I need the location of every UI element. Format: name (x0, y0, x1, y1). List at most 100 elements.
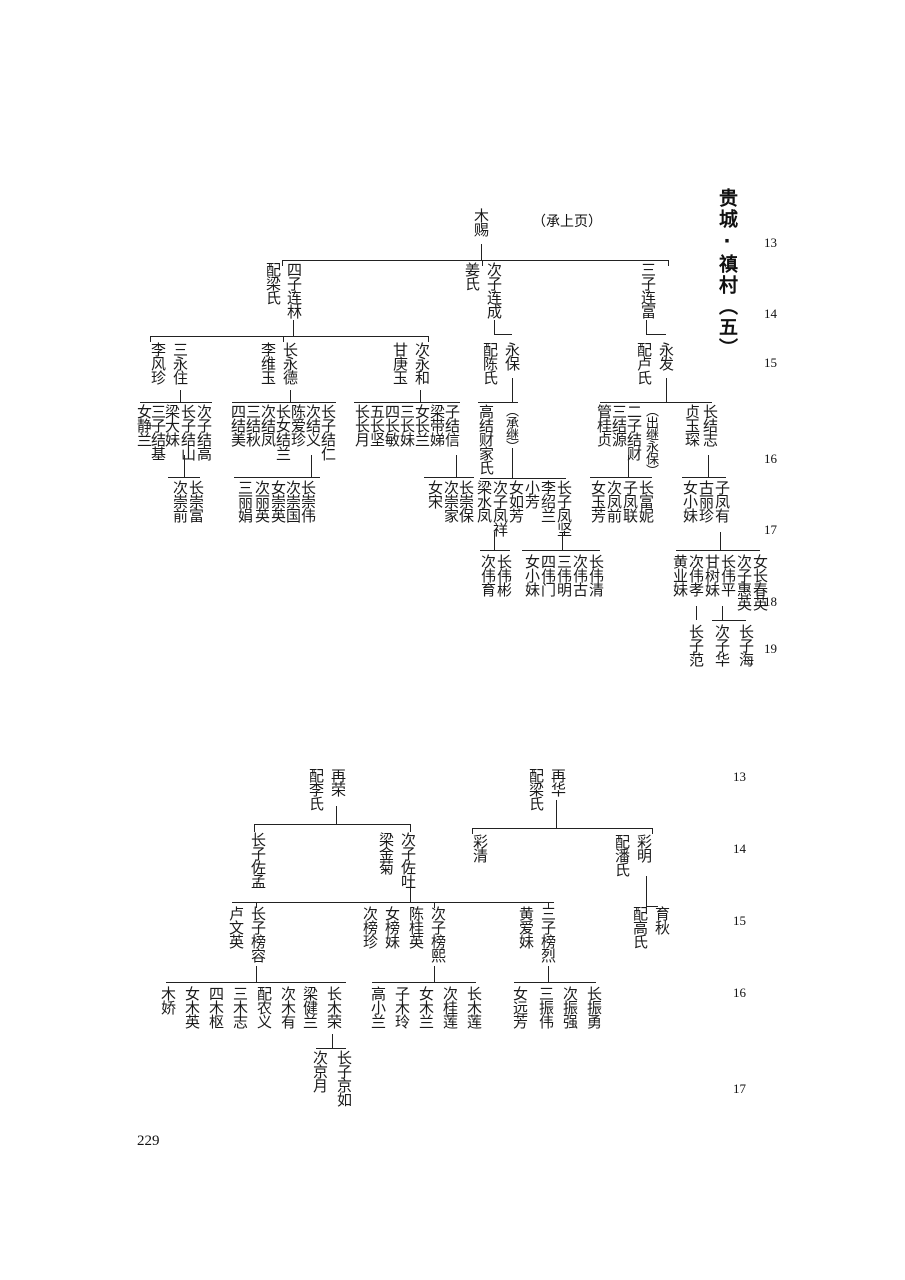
person-yong-zhu: 三永住 (171, 342, 189, 384)
person: 长子结山 (179, 404, 197, 460)
tree-line (512, 378, 513, 402)
gen-marker: 17 (764, 522, 777, 537)
person: 长子凤坚 (555, 480, 573, 536)
person: 高结财家氏 (477, 404, 495, 474)
person-lian-cheng-wife: 姜氏 (463, 262, 481, 290)
gen-marker: 15 (764, 355, 777, 370)
tree-line (140, 402, 212, 403)
person: 黄业妹 (671, 554, 689, 596)
person: 女小妹 (523, 554, 541, 596)
person: 长崇保 (457, 480, 475, 522)
tree-line (708, 455, 709, 477)
tree-line (420, 390, 421, 402)
tree-line (282, 260, 283, 266)
person: 次子凤祥 (491, 480, 509, 536)
tree-line (696, 606, 697, 620)
tree-line (522, 550, 600, 551)
tree-line (481, 244, 482, 260)
person-yu-qiu: 育秋 (653, 906, 671, 934)
person-yu-qiu-wife: 配高氏 (631, 906, 649, 948)
person: 陈爱珍 (289, 404, 307, 446)
person: 梁大妹 (163, 404, 181, 446)
person: 次伟孝 (687, 554, 705, 596)
person: 次结凤 (259, 404, 277, 446)
person-lian-cheng: 次子连成 (485, 262, 503, 318)
person: 配农义 (255, 986, 273, 1028)
person: 次结义 (304, 404, 322, 446)
person-bang-rong-wife: 卢文英 (227, 906, 245, 948)
gen-marker: 19 (764, 641, 777, 656)
person-cai-qing: 彩清 (471, 834, 489, 862)
tree-line (428, 336, 429, 342)
tree-line (168, 477, 200, 478)
person: （出继永保） (643, 404, 658, 476)
person: 次丽英 (253, 480, 271, 522)
person: 长木荣 (325, 986, 343, 1028)
person: 长崇伟 (299, 480, 317, 522)
person-yong-de-wife: 李维玉 (259, 342, 277, 384)
person-yong-bao-wife: 配陈氏 (481, 342, 499, 384)
person-yong-fa: 永发 (657, 342, 675, 370)
tree-line (434, 966, 435, 982)
tree-line (720, 532, 721, 550)
tree-line (410, 824, 411, 832)
person-bang-xi-wife: 陈桂英 (407, 906, 425, 948)
person: 女长春英 (751, 554, 769, 610)
person: 高小兰 (369, 986, 387, 1028)
person: 古丽珍 (697, 480, 715, 522)
person: 女木英 (183, 986, 201, 1028)
person: 长崇富 (187, 480, 205, 522)
tree-line (556, 800, 557, 828)
person: 长子海 (737, 624, 755, 666)
person-zuo-meng: 长子佐孟 (249, 832, 267, 888)
person: （承继） (503, 404, 518, 452)
person: 甘树妹 (703, 554, 721, 596)
person-zai-rong-wife: 配李氏 (307, 768, 325, 810)
person: 子凤联 (621, 480, 639, 522)
person: 长伟清 (587, 554, 605, 596)
tree-line (646, 320, 647, 334)
person: 次子结高 (195, 404, 213, 460)
person: 三振伟 (537, 986, 555, 1028)
person: 女玉芳 (589, 480, 607, 522)
person: 次伟育 (479, 554, 497, 596)
person: 梁健兰 (301, 986, 319, 1028)
tree-line (372, 982, 476, 983)
person: 三丽娟 (236, 480, 254, 522)
person: 长长月 (353, 404, 371, 446)
person-yong-bao: 永保 (503, 342, 521, 370)
tree-line (316, 1048, 346, 1049)
person: 长伟彬 (495, 554, 513, 596)
gen-marker: 14 (733, 841, 746, 856)
tree-line (150, 336, 151, 342)
person-yong-he: 次永和 (413, 342, 431, 384)
person: 次振强 (561, 986, 579, 1028)
tree-line (424, 477, 474, 478)
tree-line (478, 402, 518, 403)
person: 长子京如 (335, 1050, 353, 1106)
person: 五长坚 (368, 404, 386, 446)
gen-marker: 18 (764, 594, 777, 609)
person: 次京月 (311, 1050, 329, 1092)
person-yong-fa-wife: 配卢氏 (635, 342, 653, 384)
tree-line (494, 334, 512, 335)
tree-line (666, 378, 667, 402)
person-zuo-tu: 次子佐吐 (399, 832, 417, 888)
person: 次凤前 (605, 480, 623, 522)
person: 女木兰 (417, 986, 435, 1028)
tree-line (722, 606, 723, 620)
person: 三结秋 (244, 404, 262, 446)
tree-line (434, 902, 435, 908)
person: 子结信 (443, 404, 461, 446)
tree-line (311, 455, 312, 477)
gen-marker: 13 (733, 769, 746, 784)
person: 次桂莲 (441, 986, 459, 1028)
person: 次木有 (279, 986, 297, 1028)
tree-line (254, 824, 410, 825)
person-bang-xi: 次子榜熙 (429, 906, 447, 962)
person-bang-mei: 女榜妹 (383, 906, 401, 948)
person: 三子结基 (149, 404, 167, 460)
person-jie-zhi-wife: 贞玉琛 (683, 404, 701, 446)
tree-line (682, 477, 726, 478)
person: 女小妹 (681, 480, 699, 522)
